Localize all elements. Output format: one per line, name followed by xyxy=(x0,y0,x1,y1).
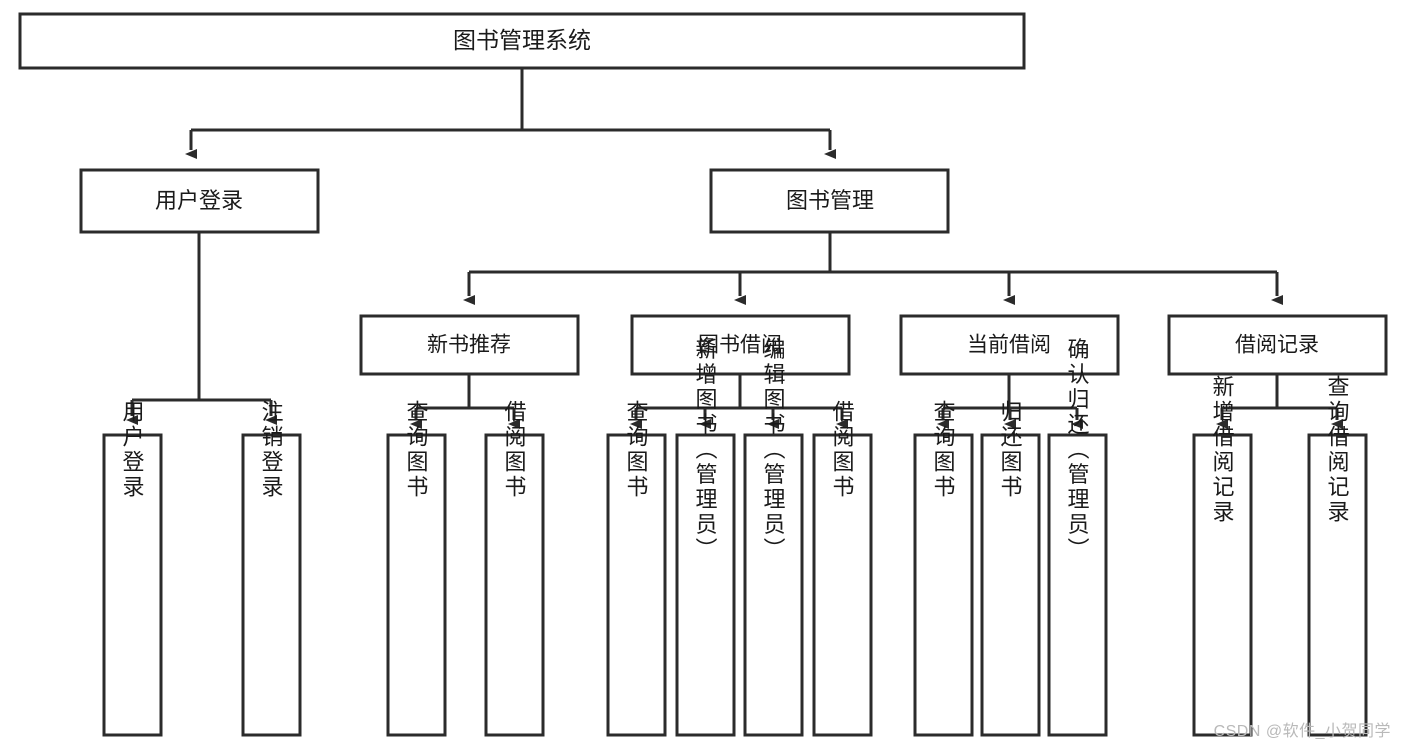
node-book-borrow[interactable]: 图书借阅 xyxy=(630,314,851,376)
node-new-book-recommend[interactable]: 新书推荐 xyxy=(359,314,580,376)
connector-group-current-borrow xyxy=(937,374,1083,429)
leaf-borrow-book[interactable]: 借阅图书 xyxy=(812,400,873,737)
connector-group-borrow-book xyxy=(630,374,848,429)
node-label-new-book-recommend: 新书推荐 xyxy=(427,334,511,357)
node-label-book-management: 图书管理 xyxy=(786,188,874,213)
leaf-add-book-admin[interactable]: 新增图书（管理员） xyxy=(675,338,736,737)
leaf-add-borrow-record[interactable]: 新增借阅记录 xyxy=(1192,375,1253,737)
leaf-label-add-borrow-record: 新增借阅记录 xyxy=(1210,375,1235,525)
leaf-label-return-book: 归还图书 xyxy=(998,400,1023,500)
leaf-confirm-return-admin[interactable]: 确认归还（管理员） xyxy=(1047,338,1108,737)
connector-group-borrow-record xyxy=(1216,374,1343,429)
leaf-label-borrow-book: 借阅图书 xyxy=(830,400,855,500)
leaf-label-query-book-newbook: 查询图书 xyxy=(404,400,429,500)
leaf-user-login[interactable]: 用户登录 xyxy=(102,400,163,737)
leaf-label-confirm-return-admin: 确认归还（管理员） xyxy=(1065,338,1090,563)
leaf-label-query-book-current: 查询图书 xyxy=(931,400,956,500)
connector-group-book-management xyxy=(463,232,1283,305)
leaf-label-add-book-admin: 新增图书（管理员） xyxy=(693,338,718,563)
leaf-query-borrow-record[interactable]: 查询借阅记录 xyxy=(1307,375,1368,737)
node-system-root[interactable]: 图书管理系统 xyxy=(18,12,1026,70)
node-label-borrow-record: 借阅记录 xyxy=(1235,334,1319,357)
leaf-edit-book-admin[interactable]: 编辑图书（管理员） xyxy=(743,338,804,737)
leaf-label-edit-book-admin: 编辑图书（管理员） xyxy=(761,338,786,563)
csdn-watermark: CSDN @软件_小贺同学 xyxy=(1213,723,1391,740)
node-label-user-login: 用户登录 xyxy=(155,188,243,213)
connector-group-new-book xyxy=(410,374,520,429)
node-borrow-record[interactable]: 借阅记录 xyxy=(1167,314,1388,376)
node-current-borrow[interactable]: 当前借阅 xyxy=(899,314,1120,376)
node-label-system-root: 图书管理系统 xyxy=(453,27,591,53)
leaf-return-book[interactable]: 归还图书 xyxy=(980,400,1041,737)
leaf-query-book-newbook[interactable]: 查询图书 xyxy=(386,400,447,737)
connector-group-root xyxy=(185,68,836,159)
leaf-logout[interactable]: 注销登录 xyxy=(241,400,302,737)
leaf-borrow-book-newbook[interactable]: 借阅图书 xyxy=(484,400,545,737)
leaf-label-user-login: 用户登录 xyxy=(120,400,145,500)
leaf-query-book-borrow[interactable]: 查询图书 xyxy=(606,400,667,737)
node-book-management[interactable]: 图书管理 xyxy=(709,168,950,234)
connector-group-user-login xyxy=(126,232,277,425)
node-user-login[interactable]: 用户登录 xyxy=(79,168,320,234)
leaf-label-logout: 注销登录 xyxy=(259,400,284,500)
leaf-label-borrow-book-newbook: 借阅图书 xyxy=(502,400,527,500)
leaf-query-book-current[interactable]: 查询图书 xyxy=(913,400,974,737)
node-label-current-borrow: 当前借阅 xyxy=(967,334,1051,357)
leaf-label-query-book-borrow: 查询图书 xyxy=(624,400,649,500)
node-label-book-borrow: 图书借阅 xyxy=(698,334,782,357)
leaf-label-query-borrow-record: 查询借阅记录 xyxy=(1325,375,1350,525)
